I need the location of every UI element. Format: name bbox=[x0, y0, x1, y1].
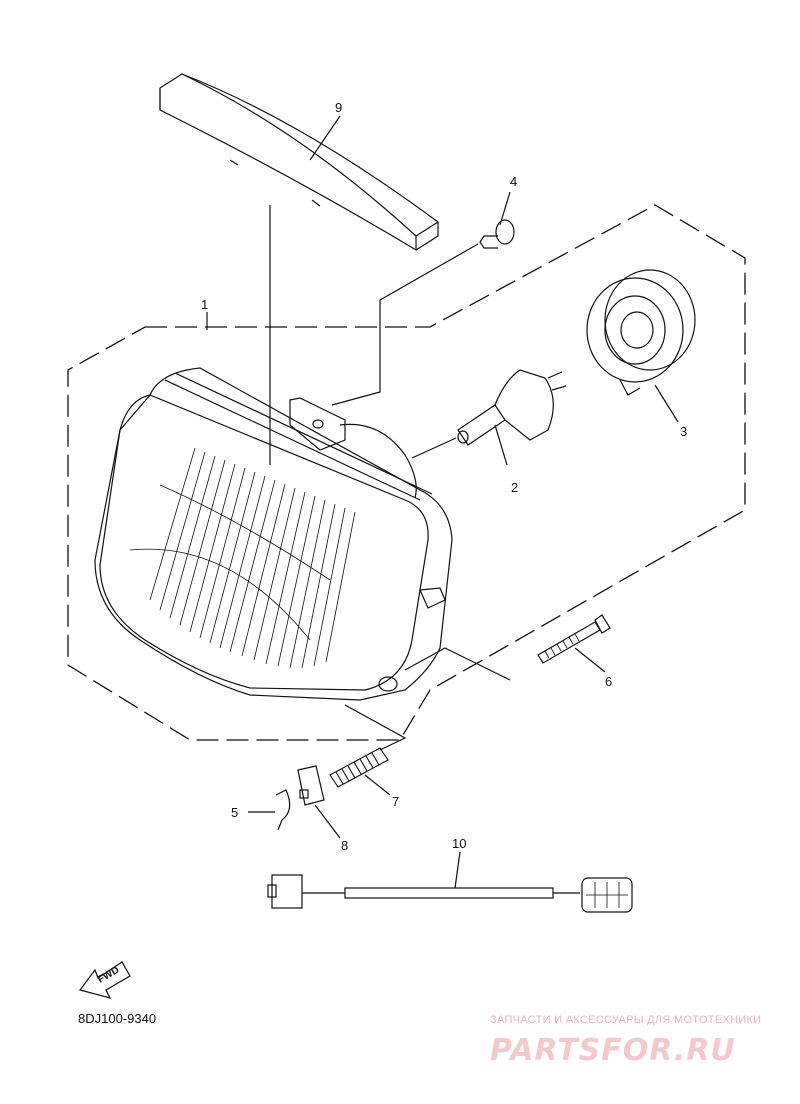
visor-part bbox=[159, 73, 439, 251]
callout-6: 6 bbox=[605, 674, 612, 689]
callout-10: 10 bbox=[452, 836, 466, 851]
watermark-tagline: ЗАПЧАСТИ И АКСЕССУАРЫ ДЛЯ МОТОТЕХНИКИ bbox=[490, 1014, 761, 1026]
spring-leader-path bbox=[344, 704, 407, 751]
callout-1: 1 bbox=[201, 297, 208, 312]
bulb-axis-line bbox=[411, 437, 457, 459]
assembly-boundary bbox=[67, 204, 746, 741]
fwd-arrow-icon: FWD bbox=[78, 961, 131, 999]
callout-7: 7 bbox=[392, 794, 399, 809]
watermark-brand: PARTSFOR.RU bbox=[490, 1033, 736, 1068]
nut-part-8 bbox=[297, 765, 325, 806]
screw-part-4 bbox=[479, 219, 515, 249]
diagram-code: 8DJ100-9340 bbox=[78, 1011, 156, 1026]
callout-2: 2 bbox=[511, 480, 518, 495]
screw-leader-path bbox=[331, 243, 479, 406]
callout-9: 9 bbox=[335, 100, 342, 115]
clip-part-5 bbox=[275, 789, 291, 831]
headlight-housing bbox=[94, 367, 453, 701]
fwd-label: FWD bbox=[96, 965, 121, 986]
callout-4: 4 bbox=[510, 174, 517, 189]
bolt-part-6 bbox=[537, 614, 611, 664]
wire-harness-part-10 bbox=[267, 874, 633, 913]
bulb-part-2 bbox=[457, 369, 567, 446]
socket-cover-part-3 bbox=[586, 269, 696, 396]
callout-leaders bbox=[206, 115, 679, 889]
callout-3: 3 bbox=[680, 424, 687, 439]
callout-5: 5 bbox=[231, 805, 238, 820]
spring-part-7 bbox=[329, 747, 389, 788]
bolt-leader-path bbox=[404, 647, 511, 681]
callout-8: 8 bbox=[341, 838, 348, 853]
